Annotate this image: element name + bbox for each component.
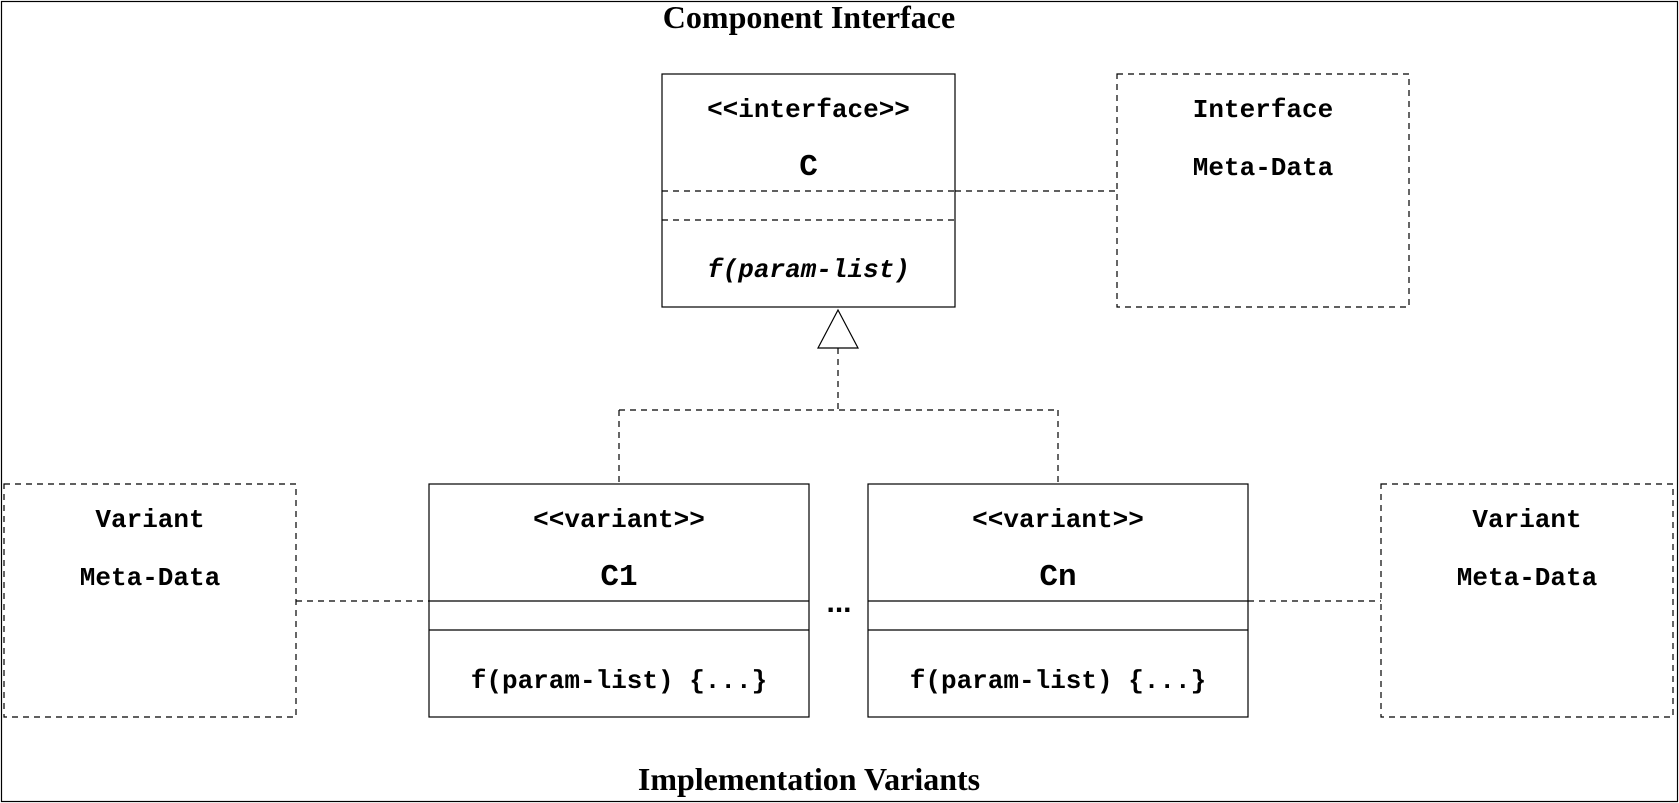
variant-meta-data-box-right: Variant Meta-Data xyxy=(1380,483,1674,718)
variant-meta-left-line1: Variant xyxy=(95,505,204,535)
interface-meta-line2: Meta-Data xyxy=(1193,153,1333,183)
interface-name: C xyxy=(799,150,818,185)
variant-cn-stereotype: <<variant>> xyxy=(972,505,1144,535)
variant-cn-operation: f(param-list) {...} xyxy=(910,666,1206,696)
interface-stereotype: <<interface>> xyxy=(707,95,910,125)
title-component-interface: Component Interface xyxy=(663,0,955,35)
interface-meta-line1: Interface xyxy=(1193,95,1333,125)
variant-meta-left-line2: Meta-Data xyxy=(80,563,220,593)
interface-meta-data-box: Interface Meta-Data xyxy=(1116,73,1410,308)
variant-class-box-cn: <<variant>> Cn f(param-list) {...} xyxy=(867,483,1249,718)
variant-c1-name: C1 xyxy=(600,560,637,595)
variant-c1-operation: f(param-list) {...} xyxy=(471,666,767,696)
interface-operation: f(param-list) xyxy=(707,255,910,285)
variant-meta-data-box-left: Variant Meta-Data xyxy=(3,483,297,718)
realization-arrowhead xyxy=(817,308,859,349)
variant-class-box-c1: <<variant>> C1 f(param-list) {...} xyxy=(428,483,810,718)
variant-c1-stereotype: <<variant>> xyxy=(533,505,705,535)
variant-cn-name: Cn xyxy=(1039,560,1076,595)
title-implementation-variants: Implementation Variants xyxy=(638,761,980,797)
variant-meta-right-line1: Variant xyxy=(1472,505,1581,535)
variant-meta-right-line2: Meta-Data xyxy=(1457,563,1597,593)
variants-ellipsis: ... xyxy=(826,586,851,619)
interface-class-box: <<interface>> C f(param-list) xyxy=(661,73,956,308)
